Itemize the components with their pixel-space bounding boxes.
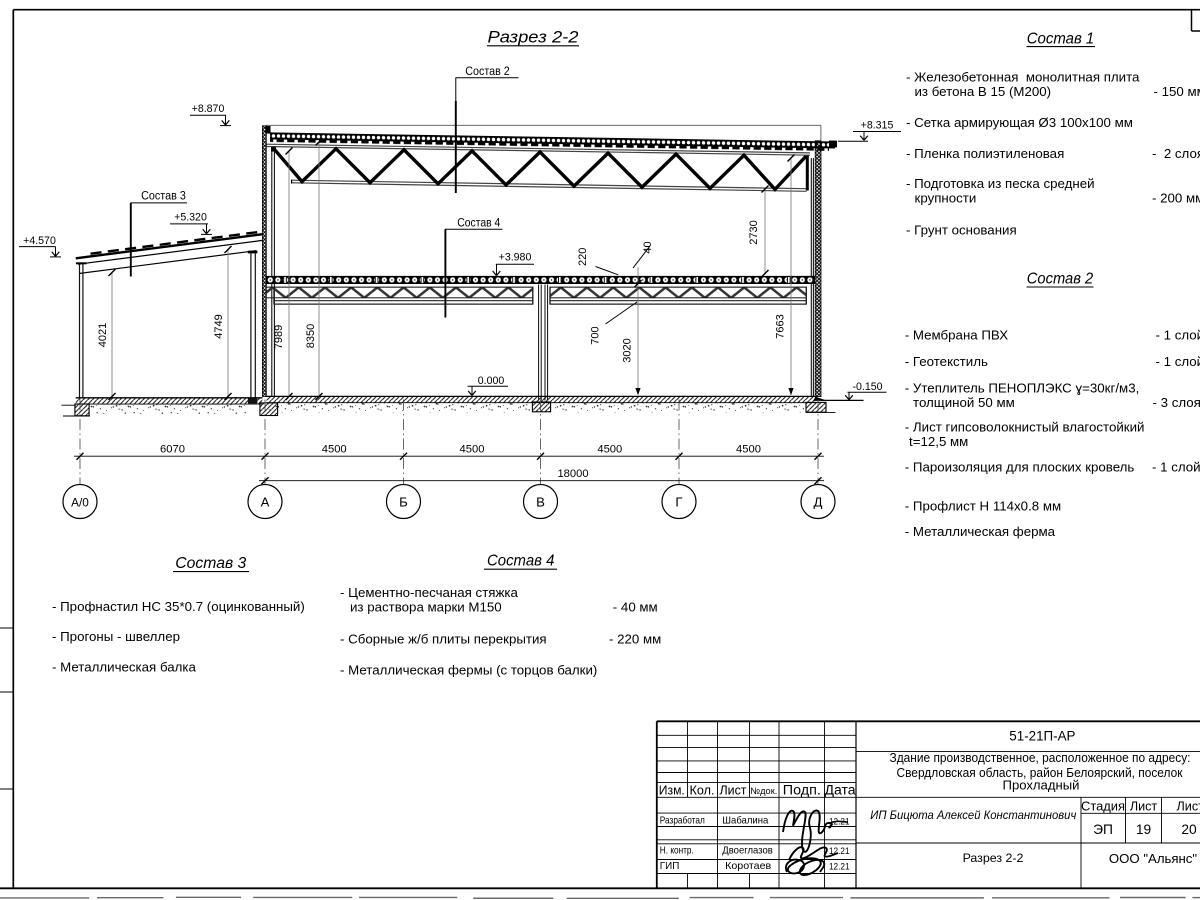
- svg-text:18000: 18000: [557, 468, 588, 480]
- svg-text:+5.320: +5.320: [174, 212, 207, 224]
- svg-text:- Лист гипсоволокнистый влагос: - Лист гипсоволокнистый влагостойкий: [905, 420, 1145, 435]
- svg-text:- Геотекстиль: - Геотекстиль: [905, 354, 988, 369]
- svg-text:Состав 3: Состав 3: [141, 188, 186, 202]
- svg-text:№док.: №док.: [750, 786, 777, 796]
- svg-text:- 40 мм: - 40 мм: [613, 599, 658, 614]
- svg-text:+3.980: +3.980: [499, 251, 532, 263]
- svg-text:Шабалина: Шабалина: [722, 815, 768, 827]
- svg-text:Разрез 2-2: Разрез 2-2: [963, 851, 1024, 865]
- svg-text:t=12,5 мм: t=12,5 мм: [909, 434, 968, 449]
- svg-text:51-21П-АР: 51-21П-АР: [1009, 729, 1075, 744]
- svg-text:12.21: 12.21: [829, 846, 850, 857]
- svg-text:Двоеглазов: Двоеглазов: [722, 846, 773, 857]
- svg-text:- Подготовка из песка средней: - Подготовка из песка средней: [906, 176, 1095, 191]
- svg-text:Разработал: Разработал: [660, 815, 705, 827]
- svg-text:Прохладный: Прохладный: [1003, 778, 1080, 793]
- svg-text:- Металлическая балка: - Металлическая балка: [52, 660, 197, 675]
- svg-text:- 1 слой: - 1 слой: [1156, 328, 1200, 343]
- svg-text:- 1 слой: - 1 слой: [1152, 459, 1200, 474]
- svg-text:- Пленка полиэтиленовая: - Пленка полиэтиленовая: [906, 146, 1064, 161]
- svg-text:Состав 3: Состав 3: [175, 555, 246, 572]
- svg-text:4500: 4500: [322, 443, 347, 455]
- svg-text:4500: 4500: [597, 443, 622, 455]
- svg-text:Свердловская область, район Бе: Свердловская область, район Белоярский, …: [897, 765, 1183, 780]
- svg-text:ЭП: ЭП: [1093, 822, 1113, 837]
- svg-text:- 3 слоя: - 3 слоя: [1153, 395, 1200, 410]
- svg-text:220: 220: [577, 248, 589, 266]
- svg-text:- Прогоны - швеллер: - Прогоны - швеллер: [52, 629, 180, 644]
- svg-text:- 220 мм: - 220 мм: [609, 632, 661, 647]
- svg-text:Б: Б: [399, 494, 408, 509]
- svg-text:- Профлист Н 114х0.8 мм: - Профлист Н 114х0.8 мм: [905, 498, 1061, 513]
- svg-text:- Цементно-песчаная стяжка: - Цементно-песчаная стяжка: [340, 585, 518, 600]
- svg-text:700: 700: [590, 326, 602, 344]
- svg-text:- Мембрана ПВХ: - Мембрана ПВХ: [905, 328, 1008, 343]
- svg-text:+8.315: +8.315: [861, 120, 894, 132]
- svg-text:Н. контр.: Н. контр.: [660, 846, 694, 857]
- svg-text:А: А: [261, 494, 270, 509]
- svg-text:- Утеплитель ПЕНОПЛЭКС ɣ=30кг/: - Утеплитель ПЕНОПЛЭКС ɣ=30кг/м3,: [905, 380, 1139, 395]
- svg-text:- Металлическая ферма: - Металлическая ферма: [905, 524, 1056, 539]
- svg-text:Лист: Лист: [720, 783, 747, 798]
- svg-text:- Сетка армирующая Ø3 100х100: - Сетка армирующая Ø3 100х100 мм: [906, 115, 1133, 130]
- svg-text:40: 40: [642, 241, 654, 253]
- svg-text:- Профнастил НС 35*0.7 (оцинко: - Профнастил НС 35*0.7 (оцинкованный): [52, 599, 305, 614]
- svg-text:Разрез 2-2: Разрез 2-2: [488, 28, 580, 47]
- svg-text:В: В: [536, 494, 545, 509]
- svg-text:Д: Д: [814, 494, 823, 509]
- svg-text:8350: 8350: [305, 324, 317, 348]
- svg-text:4749: 4749: [213, 314, 225, 338]
- svg-text:Подп.: Подп.: [783, 783, 821, 798]
- svg-text:- Железобетонная монолитная п: - Железобетонная монолитная плита: [906, 70, 1140, 85]
- svg-text:Состав 2: Состав 2: [465, 64, 510, 78]
- svg-text:0.000: 0.000: [478, 375, 505, 387]
- svg-text:- Пароизоляция для плоских кро: - Пароизоляция для плоских кровель: [905, 459, 1135, 474]
- svg-text:ГИП: ГИП: [660, 861, 680, 872]
- svg-text:12.21: 12.21: [829, 862, 850, 873]
- svg-text:Дата: Дата: [825, 783, 857, 798]
- svg-text:6070: 6070: [160, 443, 185, 455]
- svg-text:2730: 2730: [748, 220, 760, 244]
- svg-text:+8.870: +8.870: [192, 103, 225, 115]
- svg-text:ООО "Альянс": ООО "Альянс": [1109, 851, 1197, 866]
- svg-text:4021: 4021: [97, 323, 109, 347]
- svg-text:Здание производственное, распо: Здание производственное, расположенное п…: [890, 750, 1191, 765]
- svg-text:Стадия: Стадия: [1081, 800, 1125, 814]
- svg-text:19: 19: [1136, 822, 1152, 837]
- svg-text:Состав 2: Состав 2: [1027, 270, 1094, 287]
- svg-text:7663: 7663: [774, 314, 786, 338]
- svg-text:-0.150: -0.150: [852, 381, 882, 393]
- svg-text:Коротаев: Коротаев: [725, 861, 771, 872]
- svg-text:- 200 мм: - 200 мм: [1152, 190, 1200, 205]
- svg-text:из раствора марки М150: из раствора марки М150: [350, 599, 502, 614]
- svg-text:толщиной 50 мм: толщиной 50 мм: [913, 395, 1015, 410]
- svg-text:- Грунт основания: - Грунт основания: [906, 223, 1017, 238]
- svg-text:Состав 4: Состав 4: [457, 216, 500, 230]
- svg-text:- 1 слой: - 1 слой: [1156, 354, 1200, 369]
- svg-text:из бетона В 15 (М200): из бетона В 15 (М200): [915, 84, 1052, 99]
- svg-text:Состав 1: Состав 1: [1027, 30, 1095, 47]
- svg-text:Листов: Листов: [1177, 800, 1200, 814]
- svg-text:- 2 слоя: - 2 слоя: [1152, 146, 1200, 161]
- svg-text:Г: Г: [675, 494, 682, 509]
- svg-text:- Металлическая фермы (с торцо: - Металлическая фермы (с торцов балки): [340, 663, 597, 678]
- svg-text:- Сборные ж/б плиты перекрытия: - Сборные ж/б плиты перекрытия: [340, 632, 547, 647]
- svg-text:4500: 4500: [736, 443, 761, 455]
- svg-text:4500: 4500: [460, 443, 485, 455]
- svg-text:- 150 мм: - 150 мм: [1154, 84, 1200, 99]
- svg-text:3020: 3020: [621, 338, 633, 362]
- svg-text:ИП Бицюта Алексей Константинов: ИП Бицюта Алексей Константинович: [870, 808, 1077, 822]
- svg-text:Кол.: Кол.: [690, 783, 715, 798]
- svg-text:7989: 7989: [273, 325, 285, 349]
- svg-text:Изм.: Изм.: [659, 783, 685, 798]
- svg-text:А/0: А/0: [71, 495, 89, 509]
- svg-text:20: 20: [1181, 822, 1197, 837]
- svg-text:Лист: Лист: [1130, 800, 1158, 814]
- svg-text:крупности: крупности: [915, 190, 977, 205]
- svg-text:Состав 4: Состав 4: [487, 552, 555, 569]
- svg-text:+4.570: +4.570: [23, 235, 56, 247]
